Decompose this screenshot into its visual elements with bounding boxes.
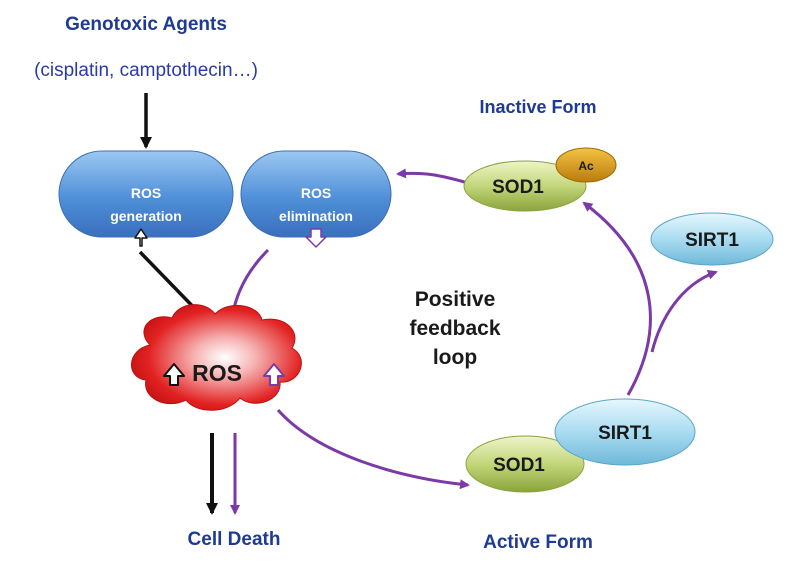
ros-up-arrow-icon [163, 363, 185, 386]
sod1-active-label: SOD1 [493, 455, 545, 476]
ros-cloud-node: ROS [131, 304, 302, 411]
ros-elimination-line1: ROS [301, 185, 331, 201]
down-arrow-icon [305, 228, 327, 248]
ros-generation-node: ROS generation [58, 150, 234, 247]
sod1-inactive-node: SOD1 Ac [463, 147, 617, 212]
sirt1-bound-label: SIRT1 [598, 423, 652, 444]
loop-label-line2: feedback [409, 317, 500, 340]
active-complex-node: SOD1 SIRT1 [465, 398, 696, 493]
arrow-ros-to-active-sod1 [276, 409, 470, 490]
arrow-branch-to-sirt1 [650, 270, 718, 353]
cell-death-label: Cell Death [188, 529, 281, 550]
sod1-inactive-label: SOD1 [492, 177, 544, 198]
active-form-label: Active Form [483, 532, 593, 553]
ros-up-arrow-purple-icon [263, 363, 285, 386]
sirt1-free-node: SIRT1 [650, 212, 774, 266]
inactive-form-label: Inactive Form [479, 97, 596, 117]
ac-label: Ac [578, 159, 594, 173]
ros-generation-line1: ROS [131, 185, 161, 201]
loop-label-line1: Positive [415, 288, 496, 311]
arrow-active-to-inactive [582, 201, 652, 396]
loop-label-line3: loop [433, 346, 477, 369]
sirt1-free-label: SIRT1 [685, 230, 739, 251]
ros-elimination-node: ROS elimination [240, 150, 392, 248]
ros-label: ROS [192, 360, 242, 386]
arrow-inactive-sod1-to-elimination [396, 168, 469, 185]
subtitle: (cisplatin, camptothecin…) [34, 60, 258, 81]
ros-generation-line2: generation [110, 208, 182, 224]
title: Genotoxic Agents [65, 14, 227, 35]
up-arrow-icon [134, 228, 148, 247]
ros-elimination-line2: elimination [279, 208, 353, 224]
